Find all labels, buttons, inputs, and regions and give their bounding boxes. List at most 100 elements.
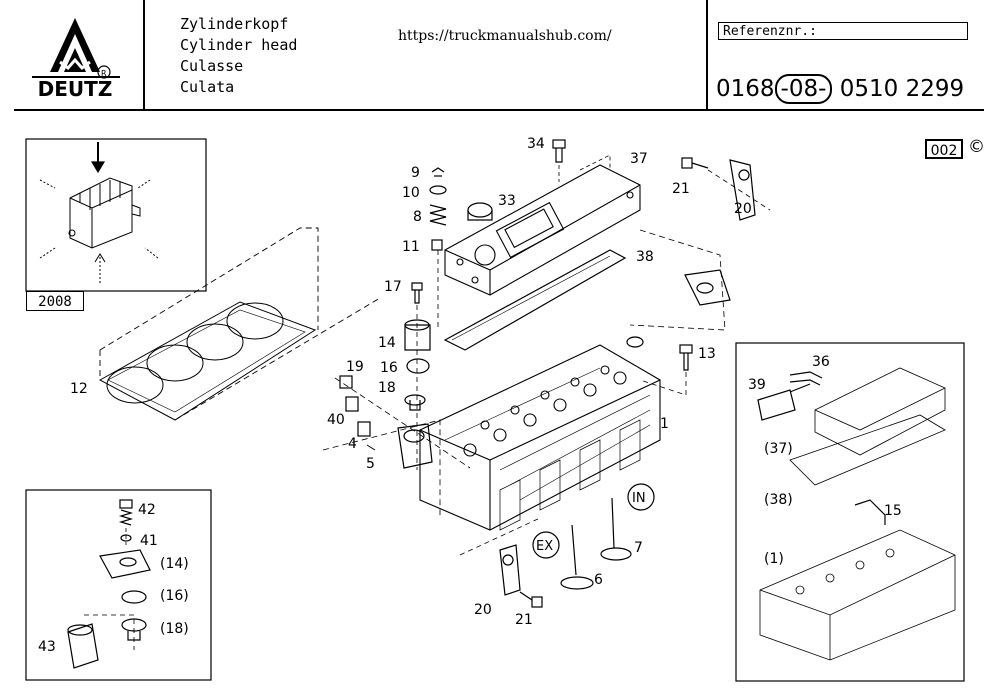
label-33: 33 [498,193,516,209]
valve-cover-part [444,164,641,296]
inset-right-box [735,342,965,682]
label-in: IN [632,491,646,506]
thermostat-cover-part [404,319,431,351]
inset-code-box: 2008 [26,291,84,311]
label-39: 39 [748,377,766,393]
ref-part3: 0510 2299 [839,76,965,102]
label-ref16: (16) [160,588,189,604]
engine-arrow-icon [90,142,106,174]
label-13: 13 [698,346,716,362]
cover-14-part [99,549,151,579]
title-fr: Culasse [180,57,244,75]
thermostat-part [404,394,426,411]
pipe-15-part [854,499,886,525]
intake-valve-part [600,497,632,561]
label-19: 19 [346,359,364,375]
label-ref14: (14) [160,556,189,572]
bolt-13-part [679,344,693,371]
page-code: 002 [925,139,963,159]
brand-name: DEUTZ [38,77,113,101]
sleeve-43-part [67,623,99,669]
label-ref38: (38) [764,492,793,508]
o-ring-part [406,358,430,374]
valve-cover-gasket-part [443,249,627,351]
in-marker [627,483,655,511]
bolt-17-part [411,282,423,304]
label-6: 6 [594,572,603,588]
cylinder-head-part [419,344,661,531]
label-21-top: 21 [672,181,690,197]
title-de: Zylinderkopf [180,15,289,33]
copyright-icon: © [968,137,985,157]
lifting-eye-bottom-part [499,544,521,596]
label-41: 41 [140,533,158,549]
label-ex: EX [536,539,553,554]
exhaust-flange-part [684,269,731,306]
ref-part2-oval: -08- [774,74,833,104]
ring-16-part [121,590,147,604]
head-1-part [759,529,956,661]
label-5: 5 [366,456,375,472]
title-block: Zylinderkopf Cylinder head Culasse Culat… [180,14,297,98]
label-16: 16 [380,360,398,376]
label-20-bottom: 20 [474,602,492,618]
engine-icon [39,177,159,285]
seal-ring-part [626,336,644,348]
label-ref37: (37) [764,441,793,457]
svg-text:R: R [101,69,107,78]
label-14: 14 [378,335,396,351]
thermostat-housing-part [397,423,433,469]
valve-keeper-part [431,167,445,177]
label-7: 7 [634,540,643,556]
label-4: 4 [348,436,357,452]
exhaust-valve-part [560,524,594,590]
deutz-logo: R DEUTZ [32,18,120,101]
lifting-eye-part [729,159,756,221]
cover-37-part [814,367,946,456]
title-en: Cylinder head [180,36,298,54]
label-ref18: (18) [160,621,189,637]
valve-seal-part [431,239,443,251]
label-20-top: 20 [734,201,752,217]
gasket-38-part [789,414,946,486]
label-43: 43 [38,639,56,655]
label-10: 10 [402,185,420,201]
plug-40-part [345,396,359,412]
ex-marker [532,531,560,559]
plug-19-part [339,375,353,389]
hose-36-part [789,371,823,386]
reference-number: 0168-08- 0510 2299 [716,74,964,104]
label-ref1: (1) [764,551,784,567]
label-1: 1 [660,416,669,432]
plug-4-part [357,421,371,437]
label-11: 11 [402,239,420,255]
title-es: Culata [180,78,235,96]
bolt-21-bottom-part [519,591,543,608]
label-37: 37 [630,151,648,167]
label-36: 36 [812,354,830,370]
label-38: 38 [636,249,654,265]
label-8: 8 [413,209,422,225]
label-34: 34 [527,136,545,152]
spring-retainer-part [429,185,447,195]
sealant-tube-39-part [757,383,811,421]
valve-spring-part [429,204,447,226]
label-9: 9 [411,165,420,181]
label-17: 17 [384,279,402,295]
label-15: 15 [884,503,902,519]
ref-part1: 0168 [716,76,775,102]
head-gasket-part [98,301,317,421]
reference-label: Referenznr.: [718,22,968,40]
source-url[interactable]: https://truckmanualshub.com/ [398,28,612,44]
label-18: 18 [378,380,396,396]
bolt-34-part [552,139,566,163]
label-21-bottom: 21 [515,612,533,628]
header: R DEUTZ Zylinderkopf Cylinder head Culas… [0,0,992,112]
label-42: 42 [138,502,156,518]
inset-engine-box [25,138,207,292]
oil-cap-part [467,202,493,221]
label-40: 40 [327,412,345,428]
label-12: 12 [70,381,88,397]
bolt-21-part [681,157,709,169]
